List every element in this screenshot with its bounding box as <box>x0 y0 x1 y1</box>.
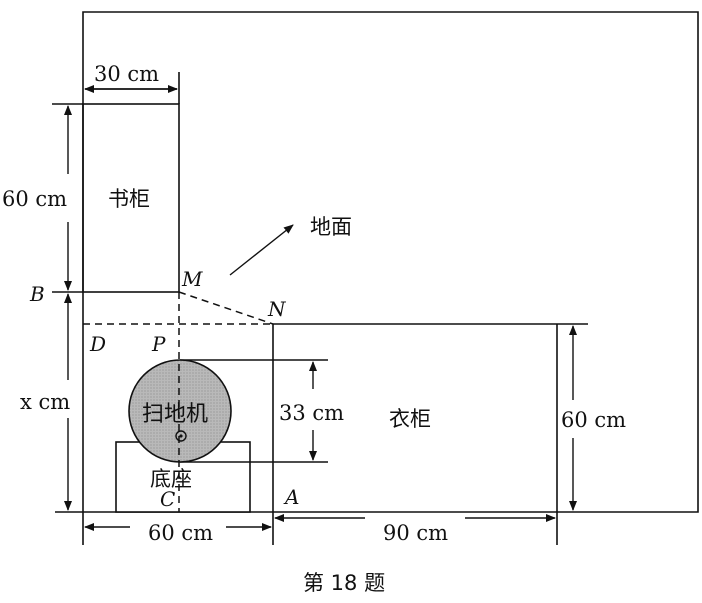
label-floor: 地面 <box>310 215 352 239</box>
point-P: P <box>151 332 166 356</box>
point-D: D <box>89 332 106 356</box>
dim-robot-height: 33 cm <box>279 401 344 425</box>
dim-x: x cm <box>20 390 70 414</box>
dim-wardrobe-width: 90 cm <box>383 521 448 545</box>
dim-bookcase-width: 30 cm <box>94 62 159 86</box>
point-A: A <box>283 485 299 509</box>
label-base: 底座 <box>150 467 192 491</box>
figure-caption: 第 18 题 <box>303 571 385 595</box>
dim-wardrobe-height: 60 cm <box>561 408 626 432</box>
robot-center-icon <box>175 430 187 442</box>
point-C: C <box>160 487 175 511</box>
robot-vacuum <box>128 359 232 463</box>
label-bookcase: 书柜 <box>108 187 150 211</box>
dim-bookcase-height: 60 cm <box>2 187 67 211</box>
label-wardrobe: 衣柜 <box>389 407 431 431</box>
dashed-MN <box>178 291 274 325</box>
point-B: B <box>29 282 45 306</box>
dim-gap-width: 60 cm <box>148 521 213 545</box>
bookcase <box>82 103 180 293</box>
point-N: N <box>267 297 287 321</box>
point-M: M <box>181 267 203 291</box>
label-robot: 扫地机 <box>142 402 208 427</box>
